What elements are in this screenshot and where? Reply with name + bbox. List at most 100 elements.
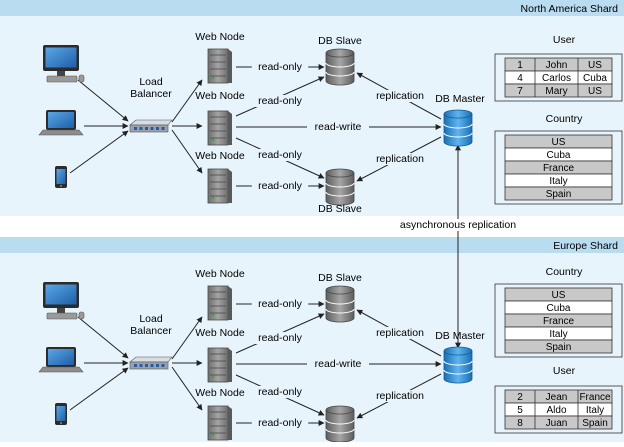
shard-1-web-node-2-server-icon [207,110,232,146]
shard-2-edge-desktop-lb [77,316,129,359]
table-cell: Spain [546,342,572,353]
shard-1-laptop-icon [38,110,84,136]
inter-shard-replication-label: asynchronous replication [400,219,516,231]
shard-1-label-replication-2: replication [376,153,424,165]
shard-2-db-slave-1-label: DB Slave [318,272,362,284]
shard-1-db-slave-2-database-icon [325,168,355,206]
shard-1-title: North America Shard [521,3,619,15]
shard-2-label-read-write-group: read-write [307,358,369,370]
shard-2-label-replication-2-group: replication [366,390,434,402]
table-cell: Mary [545,86,567,97]
shard-2-web-node-3-label: Web Node [195,387,245,399]
table-cell: France [543,163,575,174]
shard-1-label-read-only-4-group: read-only [251,180,309,192]
shard-1-label-read-only-1-bg [251,61,309,73]
shard-1-label-read-write: read-write [315,121,362,133]
shard-1-web-node-3-server-icon [207,168,232,204]
shard-2-label-read-only-2-bg [251,332,309,344]
shard-1-db-master-label: DB Master [435,93,485,105]
shard-2-web-node-1-label: Web Node [195,268,245,280]
shard-1-label-read-only-3: read-only [258,149,303,161]
shard-2-edge-lb-web3 [171,366,203,411]
table-cell: France [579,392,611,403]
table-row [504,339,613,354]
shard-2-label-read-only-2-group: read-only [251,332,309,344]
shard-2-label-read-only-4-group: read-only [251,417,309,429]
shard-2-db-master-label: DB Master [435,330,485,342]
shard-1-header-bar [0,0,624,16]
shard-1-label-read-write-bg [307,121,369,133]
shard-1-web-node-2-label: Web Node [195,90,245,102]
table-cell: Italy [586,405,604,416]
shard-2-title: Europe Shard [553,240,618,252]
shard-2-label-read-only-4: read-only [258,417,303,429]
shard-2-edge-phone-lb [69,367,129,411]
shard-1-web-node-3-label: Web Node [195,150,245,162]
shard-1-label-read-only-3-group: read-only [251,149,309,161]
table-cell: Carlos [542,73,571,84]
shard-1-label-replication-1: replication [376,90,424,102]
shard-1-phone-icon [55,166,67,188]
shard-1-db-slave-1-database-icon [325,48,355,86]
shard-2-db-master-database-icon [443,346,473,384]
table-cell: Cuba [583,73,607,84]
table-cell: 7 [517,86,523,97]
shard-1-label-replication-2-group: replication [366,153,434,165]
shard-2-web-node-3-server-icon [207,405,232,441]
shard-2-label-read-only-1: read-only [258,298,303,310]
shard-1-table-1-title: User [553,34,576,46]
shard-2-label-read-write: read-write [315,358,362,370]
table-cell: Cuba [547,150,571,161]
table-cell: 2 [517,392,523,403]
table-cell: Spain [582,418,608,429]
shard-1-db-slave-1-label: DB Slave [318,35,362,47]
shard-1-label-read-write-group: read-write [307,121,369,133]
shard-2-header-bar [0,237,624,253]
shard-2-table-2-title: User [553,365,576,377]
shard-2-phone-icon [55,403,67,425]
shard-1-label-read-only-2: read-only [258,95,303,107]
shard-1-label-read-only-1-group: read-only [251,61,309,73]
table-cell: Juan [546,418,568,429]
shard-2-label-read-only-1-bg [251,298,309,310]
shard-1-label-replication-1-bg [366,90,434,102]
shard-1-label-read-only-1: read-only [258,61,303,73]
shard-1-label-read-only-3-bg [251,149,309,161]
inter-shard-replication-label-bg [387,219,529,231]
shard-1-desktop-icon [43,45,85,83]
shard-1-label-read-only-4: read-only [258,180,303,192]
table-cell: France [543,316,575,327]
table-cell: Jean [546,392,568,403]
shard-2-laptop-icon [38,347,84,373]
shard-2-label-read-only-4-bg [251,417,309,429]
shard-2-edge-lb-web1 [171,316,203,360]
table-cell: US [552,290,566,301]
table-row [504,415,613,430]
shard-2-label-read-only-3-group: read-only [251,386,309,398]
shard-1-edge-desktop-lb [77,79,129,122]
table-cell: 1 [517,60,523,71]
shard-1-load-balancer-icon [129,119,173,133]
table-cell: Spain [546,189,572,200]
table-cell: US [588,60,602,71]
shard-1-web-node-1-server-icon [207,48,232,84]
shard-2-web-node-1-server-icon [207,285,232,321]
shard-2-label-replication-1: replication [376,327,424,339]
shard-2-table-1-title: Country [546,266,584,278]
shard-2-desktop-icon [43,282,85,320]
shard-1-db-master-database-icon [443,109,473,147]
shard-1-edge-lb-web1 [171,79,203,123]
table-row [504,83,613,98]
table-cell: John [546,60,568,71]
shard-2-label-read-only-3-bg [251,386,309,398]
shard-1-web-node-1-label: Web Node [195,31,245,43]
table-cell: Cuba [547,303,571,314]
shard-2-label-replication-2: replication [376,390,424,402]
shard-2-db-slave-2-database-icon [325,405,355,443]
shard-2-label-read-only-3: read-only [258,386,303,398]
